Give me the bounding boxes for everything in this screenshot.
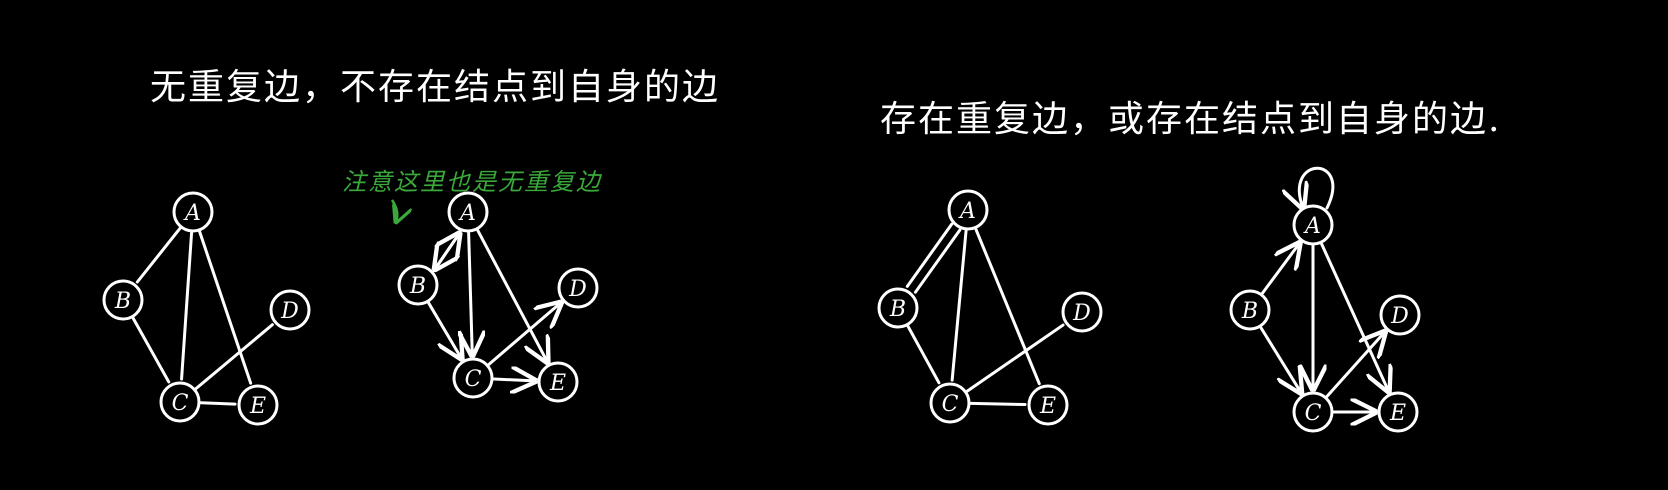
graph-multi-directed: A B C D E [1229, 166, 1421, 433]
edge-C-E [969, 401, 1027, 407]
node-b-circle [877, 287, 919, 329]
edge-B-A [432, 234, 459, 272]
caption-simple-graph: 无重复边，不存在结点到自身的边 [150, 67, 721, 108]
graph-multi-undirected: A B C D E [877, 189, 1103, 426]
node-d-label: D [1072, 301, 1091, 326]
node-e-circle [537, 361, 579, 403]
node-e-label: E [1389, 401, 1406, 426]
edge-C-D [965, 323, 1065, 393]
node-a-label: A [458, 201, 476, 226]
node-e-label: E [249, 394, 266, 419]
edge-B-C [131, 316, 171, 384]
node-a-label: A [183, 201, 201, 226]
graph-simple-directed: A B C D E [397, 191, 599, 403]
node-c-circle [1292, 391, 1334, 433]
node-b-label: B [889, 297, 906, 322]
edge-A-B [135, 226, 182, 284]
node-a-label: A [1303, 214, 1321, 239]
node-e-label: E [549, 371, 566, 396]
node-a-circle [947, 189, 989, 231]
node-d-circle [269, 289, 311, 331]
node-d-label: D [568, 277, 587, 302]
node-a-circle [172, 191, 214, 233]
node-c-label: C [1305, 401, 1322, 426]
node-e-circle [1377, 391, 1419, 433]
node-c-label: C [172, 391, 189, 416]
node-a-circle [1292, 204, 1334, 246]
edge-C-D [194, 323, 274, 391]
node-c-circle [929, 382, 971, 424]
node-c-circle [452, 357, 494, 399]
node-c-circle [159, 381, 201, 423]
edge-B-C [906, 324, 941, 385]
node-b-label: B [1241, 299, 1258, 324]
edge-A-B [913, 228, 962, 294]
note-text: 注意这里也是无重复边 [342, 168, 602, 196]
edge-B-C [427, 301, 462, 358]
node-b-circle [1229, 289, 1271, 331]
note-pointer-arrow [390, 199, 397, 222]
edge-B-C [1259, 326, 1301, 393]
edge-A-E [1320, 242, 1389, 391]
node-e-label: E [1039, 394, 1056, 419]
node-e-circle [1027, 384, 1069, 426]
edge-A-C [950, 229, 968, 382]
edge-A-E [198, 230, 253, 385]
edge-A-E [476, 229, 547, 362]
node-d-circle [557, 267, 599, 309]
edge-C-E [492, 379, 535, 381]
edge-B-A [1261, 243, 1300, 295]
edge-A-A-self-loop [1299, 166, 1335, 208]
node-b-label: B [409, 274, 426, 299]
node-b-circle [102, 279, 144, 321]
node-c-label: C [465, 367, 482, 392]
edge-A-C [469, 231, 473, 355]
node-b-label: B [114, 289, 131, 314]
graph-simple-undirected: A B C D E [102, 191, 311, 426]
caption-multigraph: 存在重复边，或存在结点到自身的边. [880, 99, 1502, 140]
node-a-label: A [958, 199, 976, 224]
node-d-circle [1061, 291, 1103, 333]
node-d-label: D [1390, 304, 1409, 329]
edge-C-D [487, 303, 561, 366]
edge-C-E [199, 401, 237, 406]
node-a-circle [447, 191, 489, 233]
edge-A-E [974, 227, 1041, 386]
edge-A-B [905, 222, 954, 288]
node-c-label: C [942, 392, 959, 417]
node-b-circle [397, 264, 439, 306]
edge-A-C [180, 231, 194, 381]
node-d-label: D [280, 299, 299, 324]
node-d-circle [1379, 294, 1421, 336]
edge-C-D [1325, 332, 1385, 398]
node-e-circle [237, 384, 279, 426]
